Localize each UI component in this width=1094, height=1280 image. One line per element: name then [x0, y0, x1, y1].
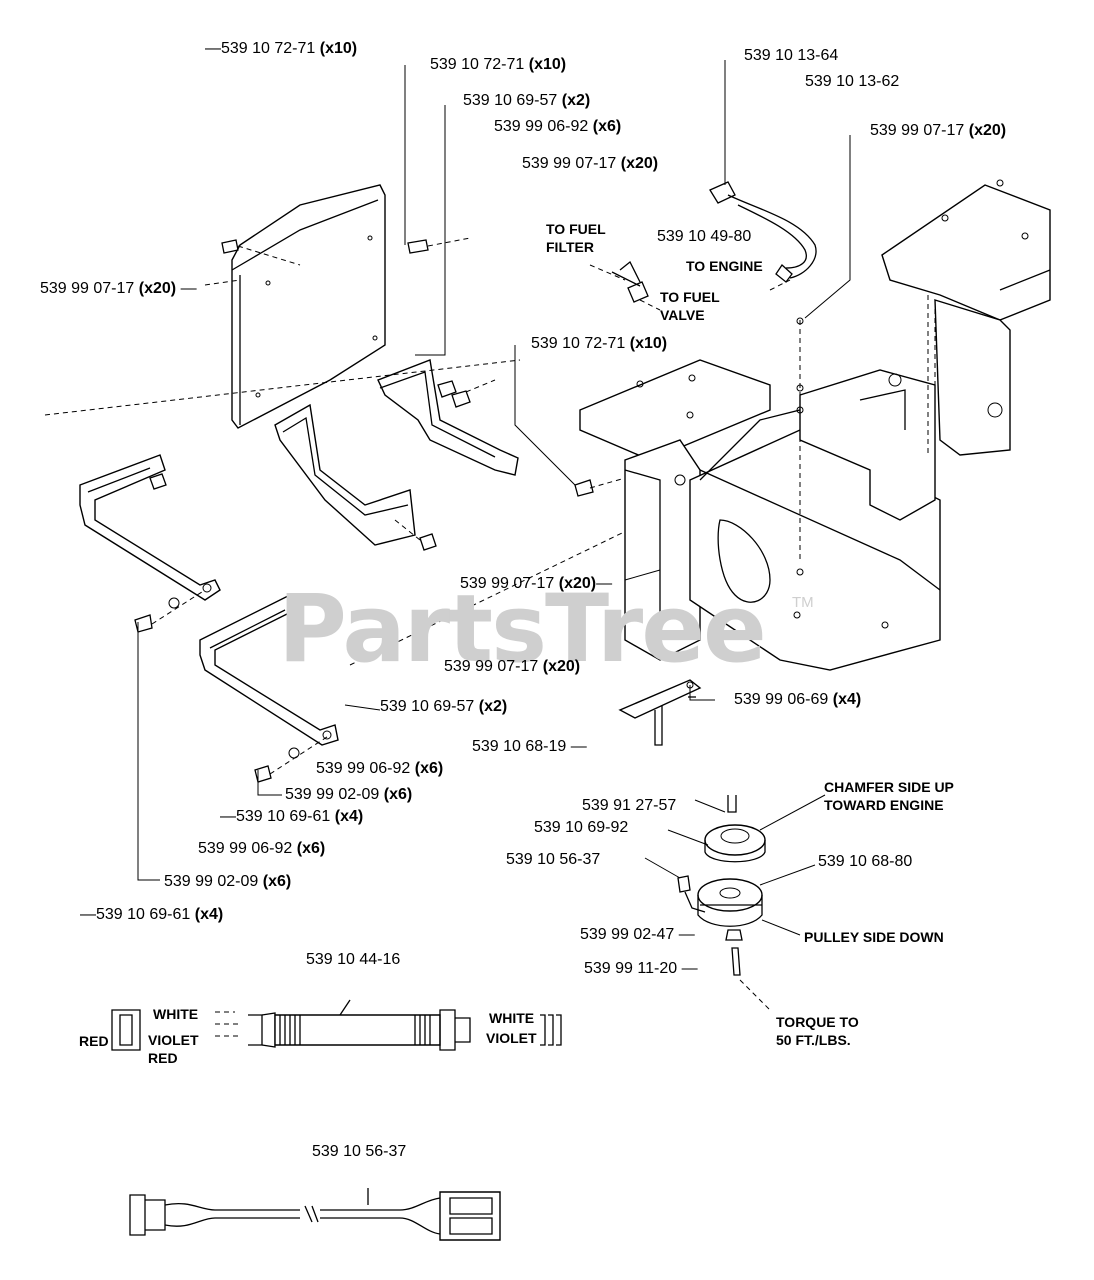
wire-label-violet-right: VIOLET: [486, 1030, 537, 1046]
callout-part-label: 539 10 56-37: [506, 851, 601, 868]
watermark-trademark: TM: [792, 594, 814, 611]
callout-part-label: 539 99 07-17 (x20): [522, 155, 659, 172]
wire-harness-56-37: [129, 1188, 501, 1241]
callout-part-label: 539 10 68-80: [818, 853, 913, 870]
callout-part-label: 539 99 07-17 (x20): [444, 658, 581, 675]
callout-part-label: 539 10 44-16: [306, 951, 401, 968]
callout-part-label: 539 10 56-37: [312, 1143, 407, 1160]
callout-part-label: 539 99 02-47 —: [580, 926, 695, 943]
callout-part-label: 539 99 06-92 (x6): [198, 840, 326, 857]
wire-label-violet-left: VIOLET: [148, 1032, 199, 1048]
seat-bracket-plate: [204, 184, 386, 429]
angled-bracket-right: [377, 359, 519, 476]
callout-part-label: 539 99 06-92 (x6): [494, 118, 622, 135]
wire-label-red-left-2: RED: [148, 1050, 178, 1066]
wire-harness-44-16: [111, 999, 562, 1051]
clutch-assembly: [677, 795, 771, 1011]
callout-part-label: 539 10 69-57 (x2): [380, 698, 508, 715]
fuel-hose: [709, 181, 817, 291]
lower-frame-rail: [134, 499, 691, 783]
callout-part-label: 539 91 27-57: [582, 797, 677, 814]
lower-right-bracket: [618, 679, 702, 746]
callout-part-label: 539 10 13-64: [744, 47, 839, 64]
callout-part-label: 539 10 72-71 (x10): [430, 56, 567, 73]
callout-part-label: 539 99 06-92 (x6): [316, 760, 444, 777]
note-pulley-side: PULLEY SIDE DOWN: [804, 929, 944, 945]
callout-part-label: 539 99 02-09 (x6): [285, 786, 413, 803]
callout-part-label: 539 99 06-69 (x4): [734, 691, 862, 708]
callout-part-label: 539 10 49-80: [657, 228, 752, 245]
callout-part-label: —539 10 72-71 (x10): [205, 40, 358, 57]
callout-part-label: 539 10 69-92: [534, 819, 629, 836]
callout-leaders: [137, 60, 851, 936]
upper-right-frame: [881, 179, 1051, 456]
left-frame-rail: [79, 454, 221, 601]
wire-label-white-left: WHITE: [153, 1006, 199, 1022]
callout-part-label: —539 10 69-61 (x4): [220, 808, 364, 825]
wire-label-red-left: RED: [79, 1033, 109, 1049]
callout-part-label: 539 10 72-71 (x10): [531, 335, 668, 352]
callout-part-label: 539 99 07-17 (x20)—: [460, 575, 613, 592]
callout-part-label: —539 10 69-61 (x4): [80, 906, 224, 923]
partstree-watermark: PartsTree: [278, 575, 767, 684]
reference-line: [44, 359, 521, 416]
callout-part-label: 539 99 07-17 (x20) —: [40, 280, 197, 297]
bolt-group-upper: [221, 237, 496, 408]
callout-part-label: 539 10 68-19 —: [472, 738, 587, 755]
engine-mount-assembly: [579, 359, 941, 671]
wire-label-white-right: WHITE: [489, 1010, 535, 1026]
callout-part-label: 539 99 02-09 (x6): [164, 873, 292, 890]
callout-part-label: 539 99 07-17 (x20): [870, 122, 1007, 139]
mount-bolt: [574, 479, 594, 497]
fuel-fitting: [589, 260, 661, 311]
callout-part-label: 539 99 11-20 —: [584, 960, 698, 977]
angled-bracket-left: [274, 403, 437, 551]
callout-part-label: 539 10 69-57 (x2): [463, 92, 591, 109]
note-to-engine: TO ENGINE: [686, 258, 763, 274]
callout-part-label: 539 10 13-62: [805, 73, 900, 90]
